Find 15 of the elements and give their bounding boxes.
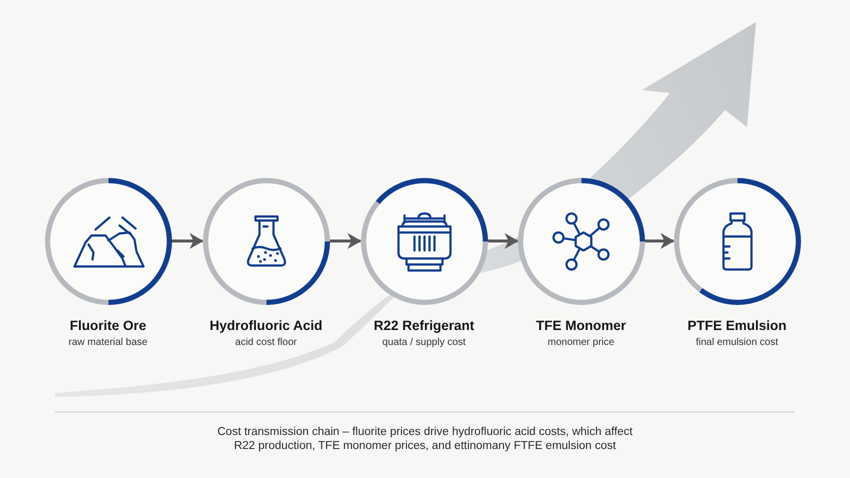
node-subtitle: acid cost floor [235, 336, 297, 348]
arrow [172, 233, 204, 249]
node-title: PTFE Emulsion [688, 318, 786, 334]
arrow [330, 233, 362, 249]
node-title: R22 Refrigerant [374, 318, 474, 334]
node-subtitle: monomer price [548, 336, 614, 348]
node-title: TFE Monomer [536, 318, 626, 334]
node-subtitle: quata / supply cost [382, 336, 466, 348]
node-title: Fluorite Ore [70, 318, 146, 334]
caption-text: Cost transmission chain – fluorite prices drive hydrofluoric acid costs, which affect R22 production, TFE monomer prices, and ettinomany FTFE emulsion cost [216, 425, 634, 453]
arrow [488, 233, 518, 249]
node-subtitle: final emulsion cost [696, 336, 778, 348]
arrow [644, 233, 674, 249]
node-subtitle: raw material base [68, 336, 148, 348]
node-title: Hydrofluoric Acid [210, 318, 322, 334]
